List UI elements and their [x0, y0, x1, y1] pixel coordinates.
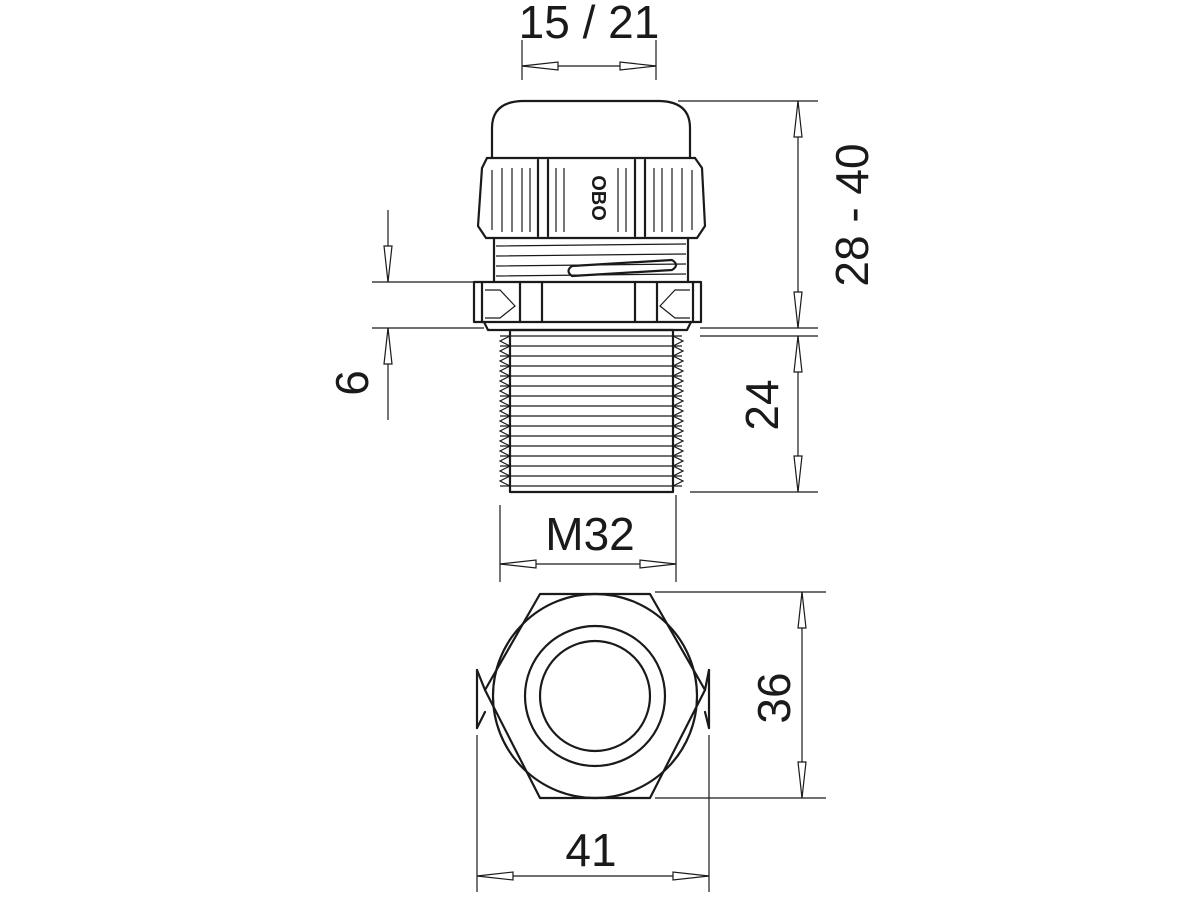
- threaded-shank: [508, 328, 675, 494]
- ribbed-nut: [476, 156, 707, 240]
- cable-bore-circle: [538, 639, 652, 753]
- dim-seal-height: 6: [326, 210, 484, 420]
- height-range-label: 28 - 40: [826, 143, 878, 286]
- shank-threads: [498, 335, 685, 487]
- dim-thread-length: 24: [690, 335, 818, 493]
- hex-outline: [483, 592, 707, 800]
- nut-ribs: [491, 168, 693, 232]
- top-view: [475, 592, 711, 800]
- thread-length-label: 24: [736, 379, 788, 430]
- seal-slot: [567, 258, 678, 278]
- dim-cable-range: 15 / 21: [519, 0, 660, 80]
- dim-thread-size: M32: [499, 495, 677, 582]
- thread-size-label: M32: [545, 508, 634, 560]
- hex-width-label: 41: [565, 824, 616, 876]
- side-view: OBO: [472, 99, 707, 494]
- brand-mark: OBO: [587, 175, 609, 221]
- seal-height-label: 6: [326, 370, 378, 396]
- cable-range-label: 15 / 21: [519, 0, 660, 48]
- dim-hex-width: 41: [476, 735, 710, 892]
- base-flange: [472, 280, 703, 324]
- hex-height-label: 36: [748, 672, 800, 723]
- washer: [482, 320, 693, 332]
- dome-cap: [490, 99, 692, 160]
- upper-thread: [492, 236, 690, 284]
- dim-height-range: 28 - 40: [678, 100, 878, 329]
- dim-hex-height: 36: [655, 591, 826, 799]
- cap-outer-circle: [523, 624, 667, 768]
- hex-inscribed-circle: [491, 592, 699, 800]
